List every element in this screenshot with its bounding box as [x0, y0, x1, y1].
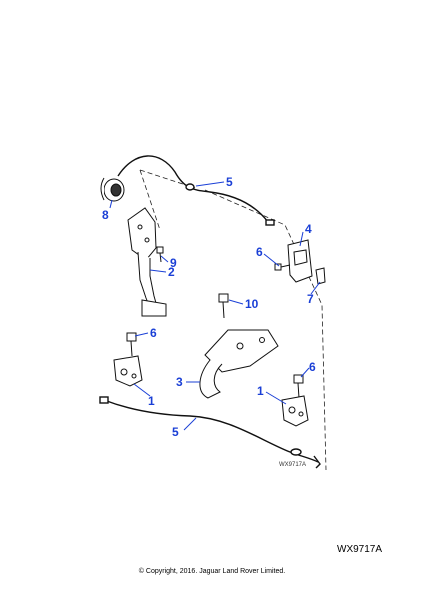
lower-release-cable	[99, 396, 321, 469]
bolt-6-right-part	[293, 374, 304, 399]
reference-code: WX9717A	[337, 544, 383, 555]
upper-release-cable	[117, 155, 275, 226]
bracket-bolt-part	[274, 263, 291, 271]
callout-label: 5	[226, 175, 233, 189]
bracket-part	[287, 239, 326, 285]
callout-label: 1	[257, 384, 264, 398]
callout-label: 10	[245, 297, 259, 311]
bolt-10-part	[218, 293, 229, 319]
callout-label: 2	[168, 265, 175, 279]
callout-label: 6	[150, 326, 157, 340]
callout-label: 5	[172, 425, 179, 439]
callout-label: 6	[309, 360, 316, 374]
grommet-part	[100, 177, 125, 202]
bolt-6-left-part	[126, 332, 137, 357]
callout-label: 3	[176, 375, 183, 389]
leader-lines	[109, 181, 321, 431]
callout-label: 1	[148, 394, 155, 408]
callout-labels: 5 8 4 9 6 2 7 10 6 3 1 6 1 5	[102, 175, 316, 439]
lower-lever-part	[199, 329, 279, 399]
diagram-small-code: WX9717A	[279, 462, 306, 468]
latch-left-part	[113, 355, 143, 387]
copyright-notice: © Copyright, 2016. Jaguar Land Rover Lim…	[138, 568, 286, 575]
release-lever-part	[127, 207, 167, 317]
callout-label: 9	[170, 256, 177, 270]
callout-label: 4	[305, 222, 312, 236]
callout-label: 7	[307, 292, 314, 306]
small-bolt-part	[156, 246, 164, 263]
latch-right-part	[281, 395, 309, 427]
callout-label: 6	[256, 245, 263, 259]
callout-label: 8	[102, 208, 109, 222]
